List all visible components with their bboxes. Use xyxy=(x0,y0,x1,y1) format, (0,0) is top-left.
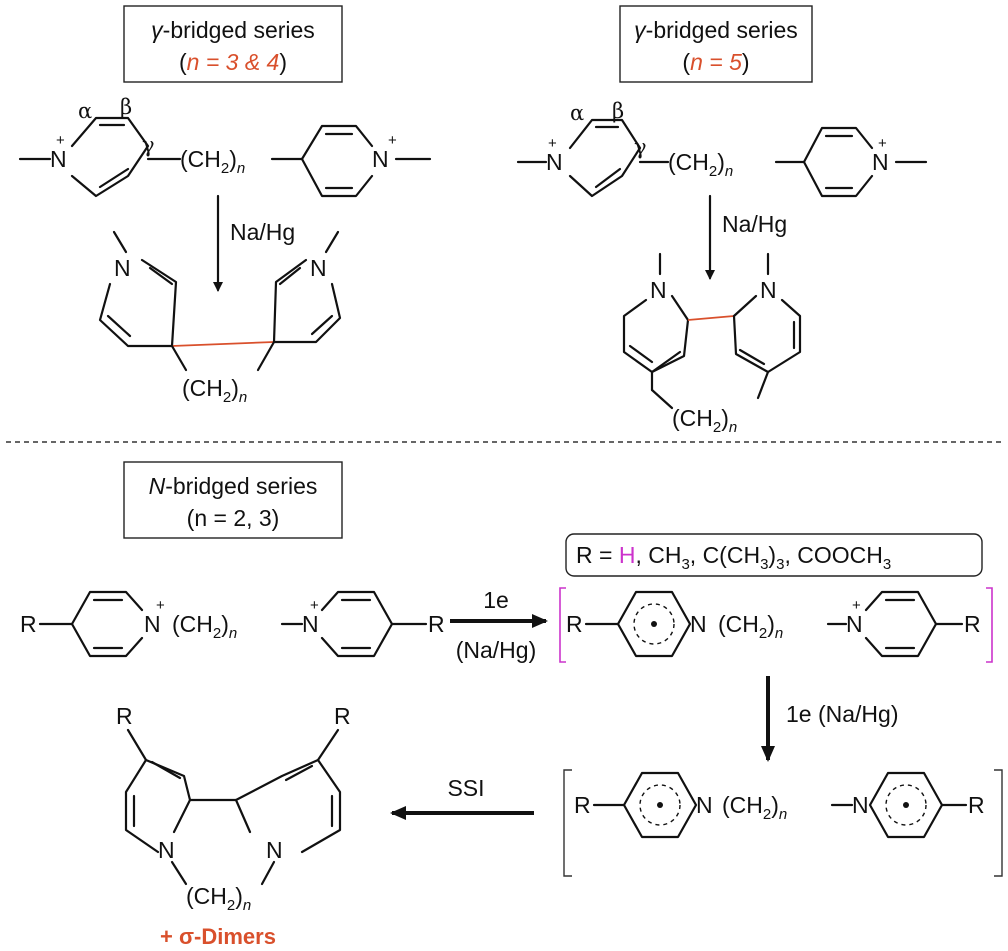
charge-3: + xyxy=(852,597,861,614)
gamma-right-reactant: N + α β γ (CH2)n N + xyxy=(516,99,928,198)
gamma-right-panel: γ-bridged series (n = 5) N + α β γ (CH2)… xyxy=(516,5,928,436)
r-label-6: R xyxy=(968,792,985,818)
n-bridged-reactant: R N + (CH2)n N + R xyxy=(20,590,445,658)
gamma-right-product-ch2: (CH2)n xyxy=(672,405,737,436)
gamma-left-n-atom-1: N xyxy=(50,146,67,172)
gamma-left-n-label: (n = 3 & 4) xyxy=(179,49,287,75)
n-atom-6: N xyxy=(852,792,869,818)
n-atom-4: N xyxy=(846,611,863,637)
step2-label: 1e (Na/Hg) xyxy=(786,701,898,727)
gamma-left-ch2-chain: (CH2)n xyxy=(180,146,245,177)
gamma-right-title: γ-bridged series xyxy=(634,17,798,43)
gamma-right-n-atom-2: N xyxy=(872,149,889,175)
radical-chain: (CH2)n xyxy=(718,611,783,642)
gamma-left-reactant: N + α β γ (CH2)n N + xyxy=(18,95,432,198)
n-bridged-title: N-bridged series xyxy=(149,473,318,499)
charge-1: + xyxy=(156,597,165,614)
step1-label-bottom: (Na/Hg) xyxy=(456,637,537,663)
gamma-right-n-atom-1: N xyxy=(546,149,563,175)
gamma-right-product-n-2: N xyxy=(760,277,777,303)
cyclic-product: R N R N (CH2)n xyxy=(116,703,351,914)
step1-label-top: 1e xyxy=(483,587,509,613)
ssi-label: SSI xyxy=(447,775,484,801)
beta-label: β xyxy=(612,99,624,123)
alpha-label: α xyxy=(570,101,584,125)
gamma-left-product-n-1: N xyxy=(114,255,131,281)
gamma-right-ch2-chain: (CH2)n xyxy=(668,149,733,180)
gamma-right-charge-1: + xyxy=(548,135,557,152)
beta-label: β xyxy=(120,95,132,119)
n-bridged-n-label: (n = 2, 3) xyxy=(187,505,280,531)
n-bridged-panel: N-bridged series (n = 2, 3) R = H, CH3, … xyxy=(20,461,1003,949)
gamma-right-reagent: Na/Hg xyxy=(722,211,787,237)
gamma-left-title-box xyxy=(123,5,343,83)
radical-cation: R N (CH2)n N + R xyxy=(559,587,993,663)
n-atom-1: N xyxy=(144,611,161,637)
gamma-right-title-box xyxy=(619,5,813,83)
charge-2: + xyxy=(310,597,319,614)
gamma-left-panel: γ-bridged series (n = 3 & 4) N + α β γ (… xyxy=(18,5,432,406)
r-label-4: R xyxy=(964,611,981,637)
n-bridged-chain-1: (CH2)n xyxy=(172,611,237,642)
gamma-left-product: N N (CH2)n xyxy=(98,230,342,406)
bracket-right-magenta xyxy=(986,587,993,663)
diradical-chain: (CH2)n xyxy=(722,792,787,823)
n-atom-5: N xyxy=(696,792,713,818)
r-label-5: R xyxy=(574,792,591,818)
gamma-right-charge-2: + xyxy=(878,135,887,152)
product-ch2-chain: (CH2)n xyxy=(186,883,251,914)
gamma-left-charge-1: + xyxy=(56,132,65,149)
bracket-right xyxy=(994,769,1003,877)
gamma-label: γ xyxy=(142,133,155,157)
sigma-dimers-note: + σ-Dimers xyxy=(160,924,276,949)
n-bridged-title-box xyxy=(123,461,343,539)
alpha-label: α xyxy=(78,99,92,123)
gamma-left-title: γ-bridged series xyxy=(151,17,315,43)
gamma-right-product-n-1: N xyxy=(650,277,667,303)
r-label-8: R xyxy=(334,703,351,729)
gamma-left-reagent: Na/Hg xyxy=(230,219,295,245)
gamma-right-n-label: (n = 5) xyxy=(682,49,749,75)
gamma-left-product-n-2: N xyxy=(310,255,327,281)
n-atom-3: N xyxy=(690,611,707,637)
gamma-left-n-atom-2: N xyxy=(372,146,389,172)
gamma-right-product: N N (CH2)n xyxy=(622,252,802,436)
r-label-3: R xyxy=(566,611,583,637)
bracket-left xyxy=(563,769,572,877)
r-group-definition: R = H, CH3, C(CH3)3, COOCH3 xyxy=(576,542,891,573)
r-label-1: R xyxy=(20,611,37,637)
r-group-box xyxy=(565,533,983,577)
bracket-left-magenta xyxy=(559,587,566,663)
r-label-2: R xyxy=(428,611,445,637)
gamma-left-charge-2: + xyxy=(388,132,397,149)
product-n-1: N xyxy=(158,837,175,863)
gamma-label: γ xyxy=(634,135,647,159)
n-atom-2: N xyxy=(302,611,319,637)
r-label-7: R xyxy=(116,703,133,729)
diradical: R N (CH2)n N R xyxy=(563,769,1003,877)
product-n-2: N xyxy=(266,837,283,863)
gamma-left-product-ch2: (CH2)n xyxy=(182,375,247,406)
